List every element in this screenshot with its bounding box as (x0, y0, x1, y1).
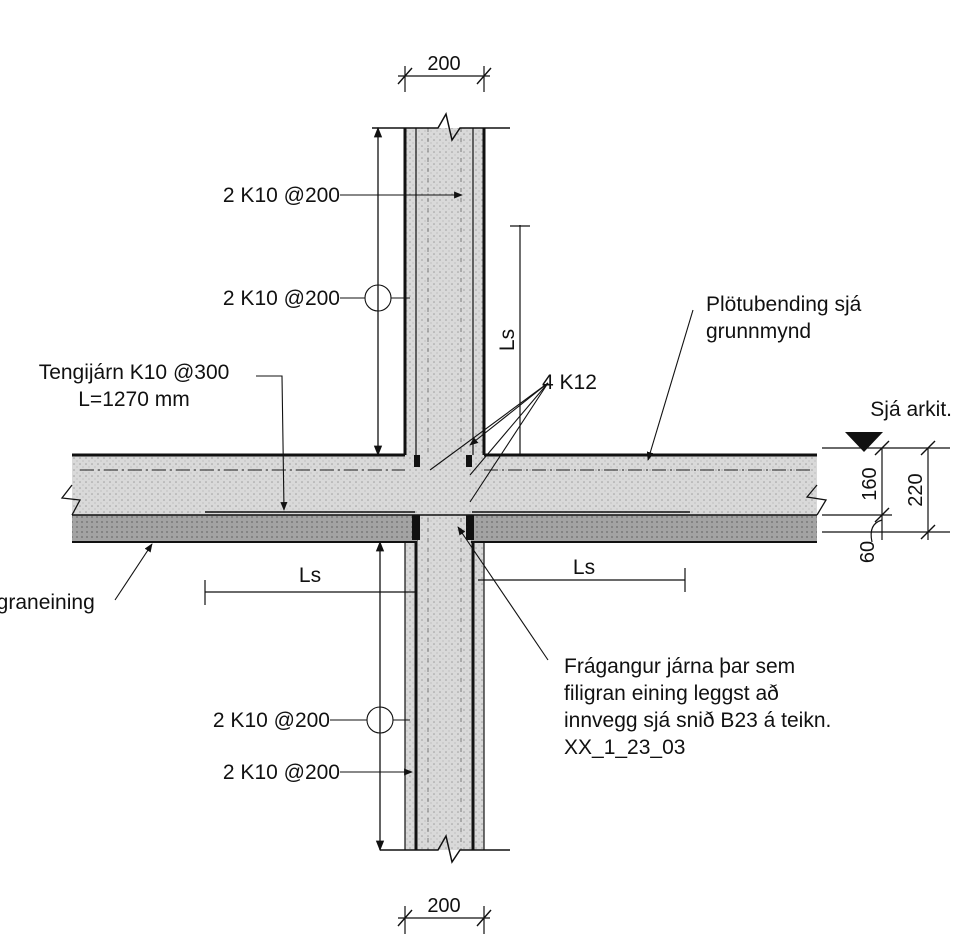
wall-dimension-bottom: 200 (397, 895, 492, 934)
k12-bar (412, 515, 420, 540)
break-symbol-top (372, 111, 510, 142)
bars-4k12-label: 4 K12 (542, 371, 597, 394)
rebar-label-upper-2: 2 K10 @200 (223, 287, 340, 310)
fragangur-label-1: Frágangur járna þar sem (564, 655, 795, 678)
k12-bar (466, 515, 474, 540)
dim-200-bottom: 200 (427, 895, 460, 917)
dim-160: 160 (859, 467, 881, 500)
ls-label-right: Ls (573, 556, 595, 579)
slab-concrete (72, 455, 817, 515)
sja-arkit-label: Sjá arkit. (870, 398, 952, 421)
tengijarn-label: Tengijárn K10 @300 (39, 361, 230, 384)
slab-thickness-dimensions: 160 220 60 (822, 432, 950, 563)
wall-dimension-top: 200 (397, 53, 492, 92)
fragangur-label-2: filigran eining leggst að (564, 682, 779, 705)
filigran-left (72, 515, 417, 542)
break-symbol-bottom (380, 833, 510, 864)
plotubending-label: Plötubending sjá (706, 293, 862, 316)
filigraneining-label: igraneining (0, 591, 95, 614)
fragangur-label-3: innvegg sjá snið B23 á teikn. (564, 709, 831, 732)
k12-bar (414, 455, 420, 467)
dim-220: 220 (905, 473, 927, 506)
ls-label-left: Ls (299, 564, 321, 587)
dim-60: 60 (857, 541, 879, 563)
slab (60, 453, 828, 543)
leader-lines (114, 191, 694, 776)
dim-200-top: 200 (427, 53, 460, 75)
tengijarn-length-label: L=1270 mm (78, 388, 189, 411)
rebar-label-lower-1: 2 K10 @200 (213, 709, 330, 732)
filigran-right (471, 515, 817, 542)
fragangur-label-4: XX_1_23_03 (564, 736, 685, 759)
rebar-label-upper-1: 2 K10 @200 (223, 184, 340, 207)
elevation-marker-icon (845, 432, 883, 452)
ls-label-vertical: Ls (496, 329, 519, 351)
plotubending-label-2: grunnmynd (706, 320, 811, 343)
rebar-label-lower-2: 2 K10 @200 (223, 761, 340, 784)
k12-bar (466, 455, 472, 467)
